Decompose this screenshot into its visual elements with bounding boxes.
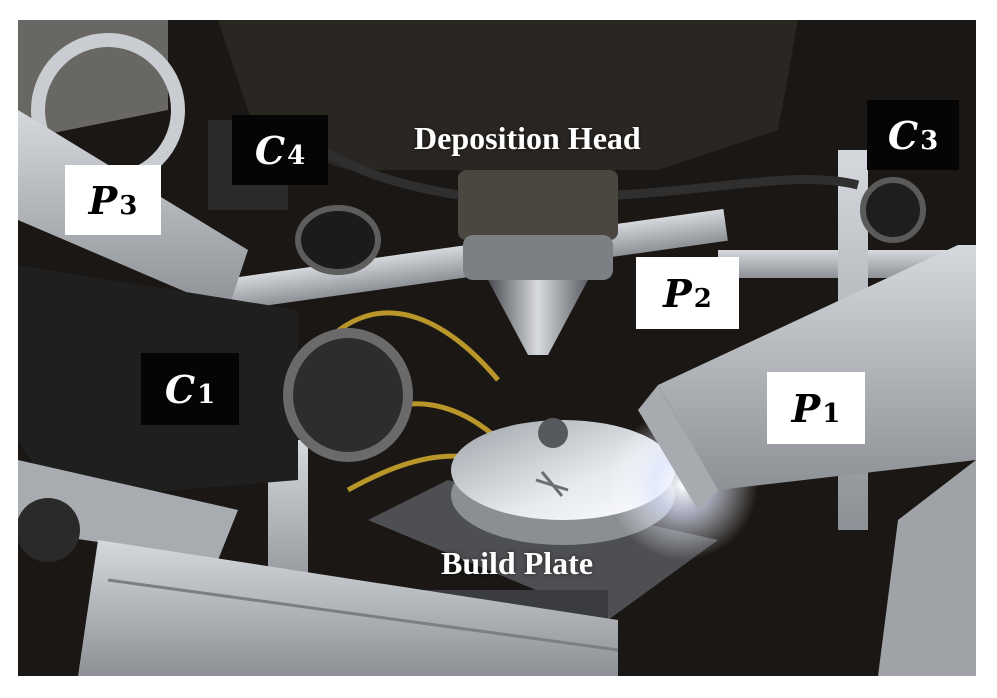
label-p3-letter: P bbox=[88, 177, 118, 223]
plate-marking bbox=[535, 471, 569, 497]
nozzle-collar bbox=[463, 235, 613, 280]
camera-c1-lens bbox=[283, 328, 413, 462]
label-c1-letter: C bbox=[164, 366, 196, 412]
nozzle-cone bbox=[488, 280, 588, 355]
label-c3-letter: C bbox=[887, 112, 919, 158]
label-c4-letter: C bbox=[254, 127, 286, 173]
label-p2-letter: P bbox=[663, 270, 692, 316]
deposition-head-caption: Deposition Head bbox=[414, 120, 641, 156]
build-plate-caption: Build Plate bbox=[441, 545, 594, 581]
projector-p1-arm bbox=[658, 245, 976, 490]
label-c4-sub: 4 bbox=[287, 141, 306, 171]
label-c3-sub: 3 bbox=[920, 126, 939, 156]
mount-knob bbox=[18, 498, 80, 562]
label-p1-letter: P bbox=[791, 385, 821, 431]
post-right-foreground bbox=[878, 460, 976, 676]
camera-c3-lens bbox=[860, 177, 926, 243]
rail-foreground bbox=[78, 540, 618, 676]
build-plate-bolt bbox=[538, 418, 568, 448]
photo-illustration bbox=[18, 20, 976, 676]
label-p2-sub: 2 bbox=[693, 284, 712, 314]
camera-c4-lens bbox=[295, 205, 381, 275]
label-p1-sub: 1 bbox=[822, 399, 841, 429]
label-c1-sub: 1 bbox=[197, 380, 216, 410]
nozzle-body bbox=[458, 170, 618, 240]
build-plate-base bbox=[368, 480, 718, 620]
label-p3-sub: 3 bbox=[119, 191, 138, 221]
rail-groove bbox=[107, 578, 619, 652]
machine-housing bbox=[218, 20, 798, 170]
projector-p1-front bbox=[638, 385, 718, 510]
